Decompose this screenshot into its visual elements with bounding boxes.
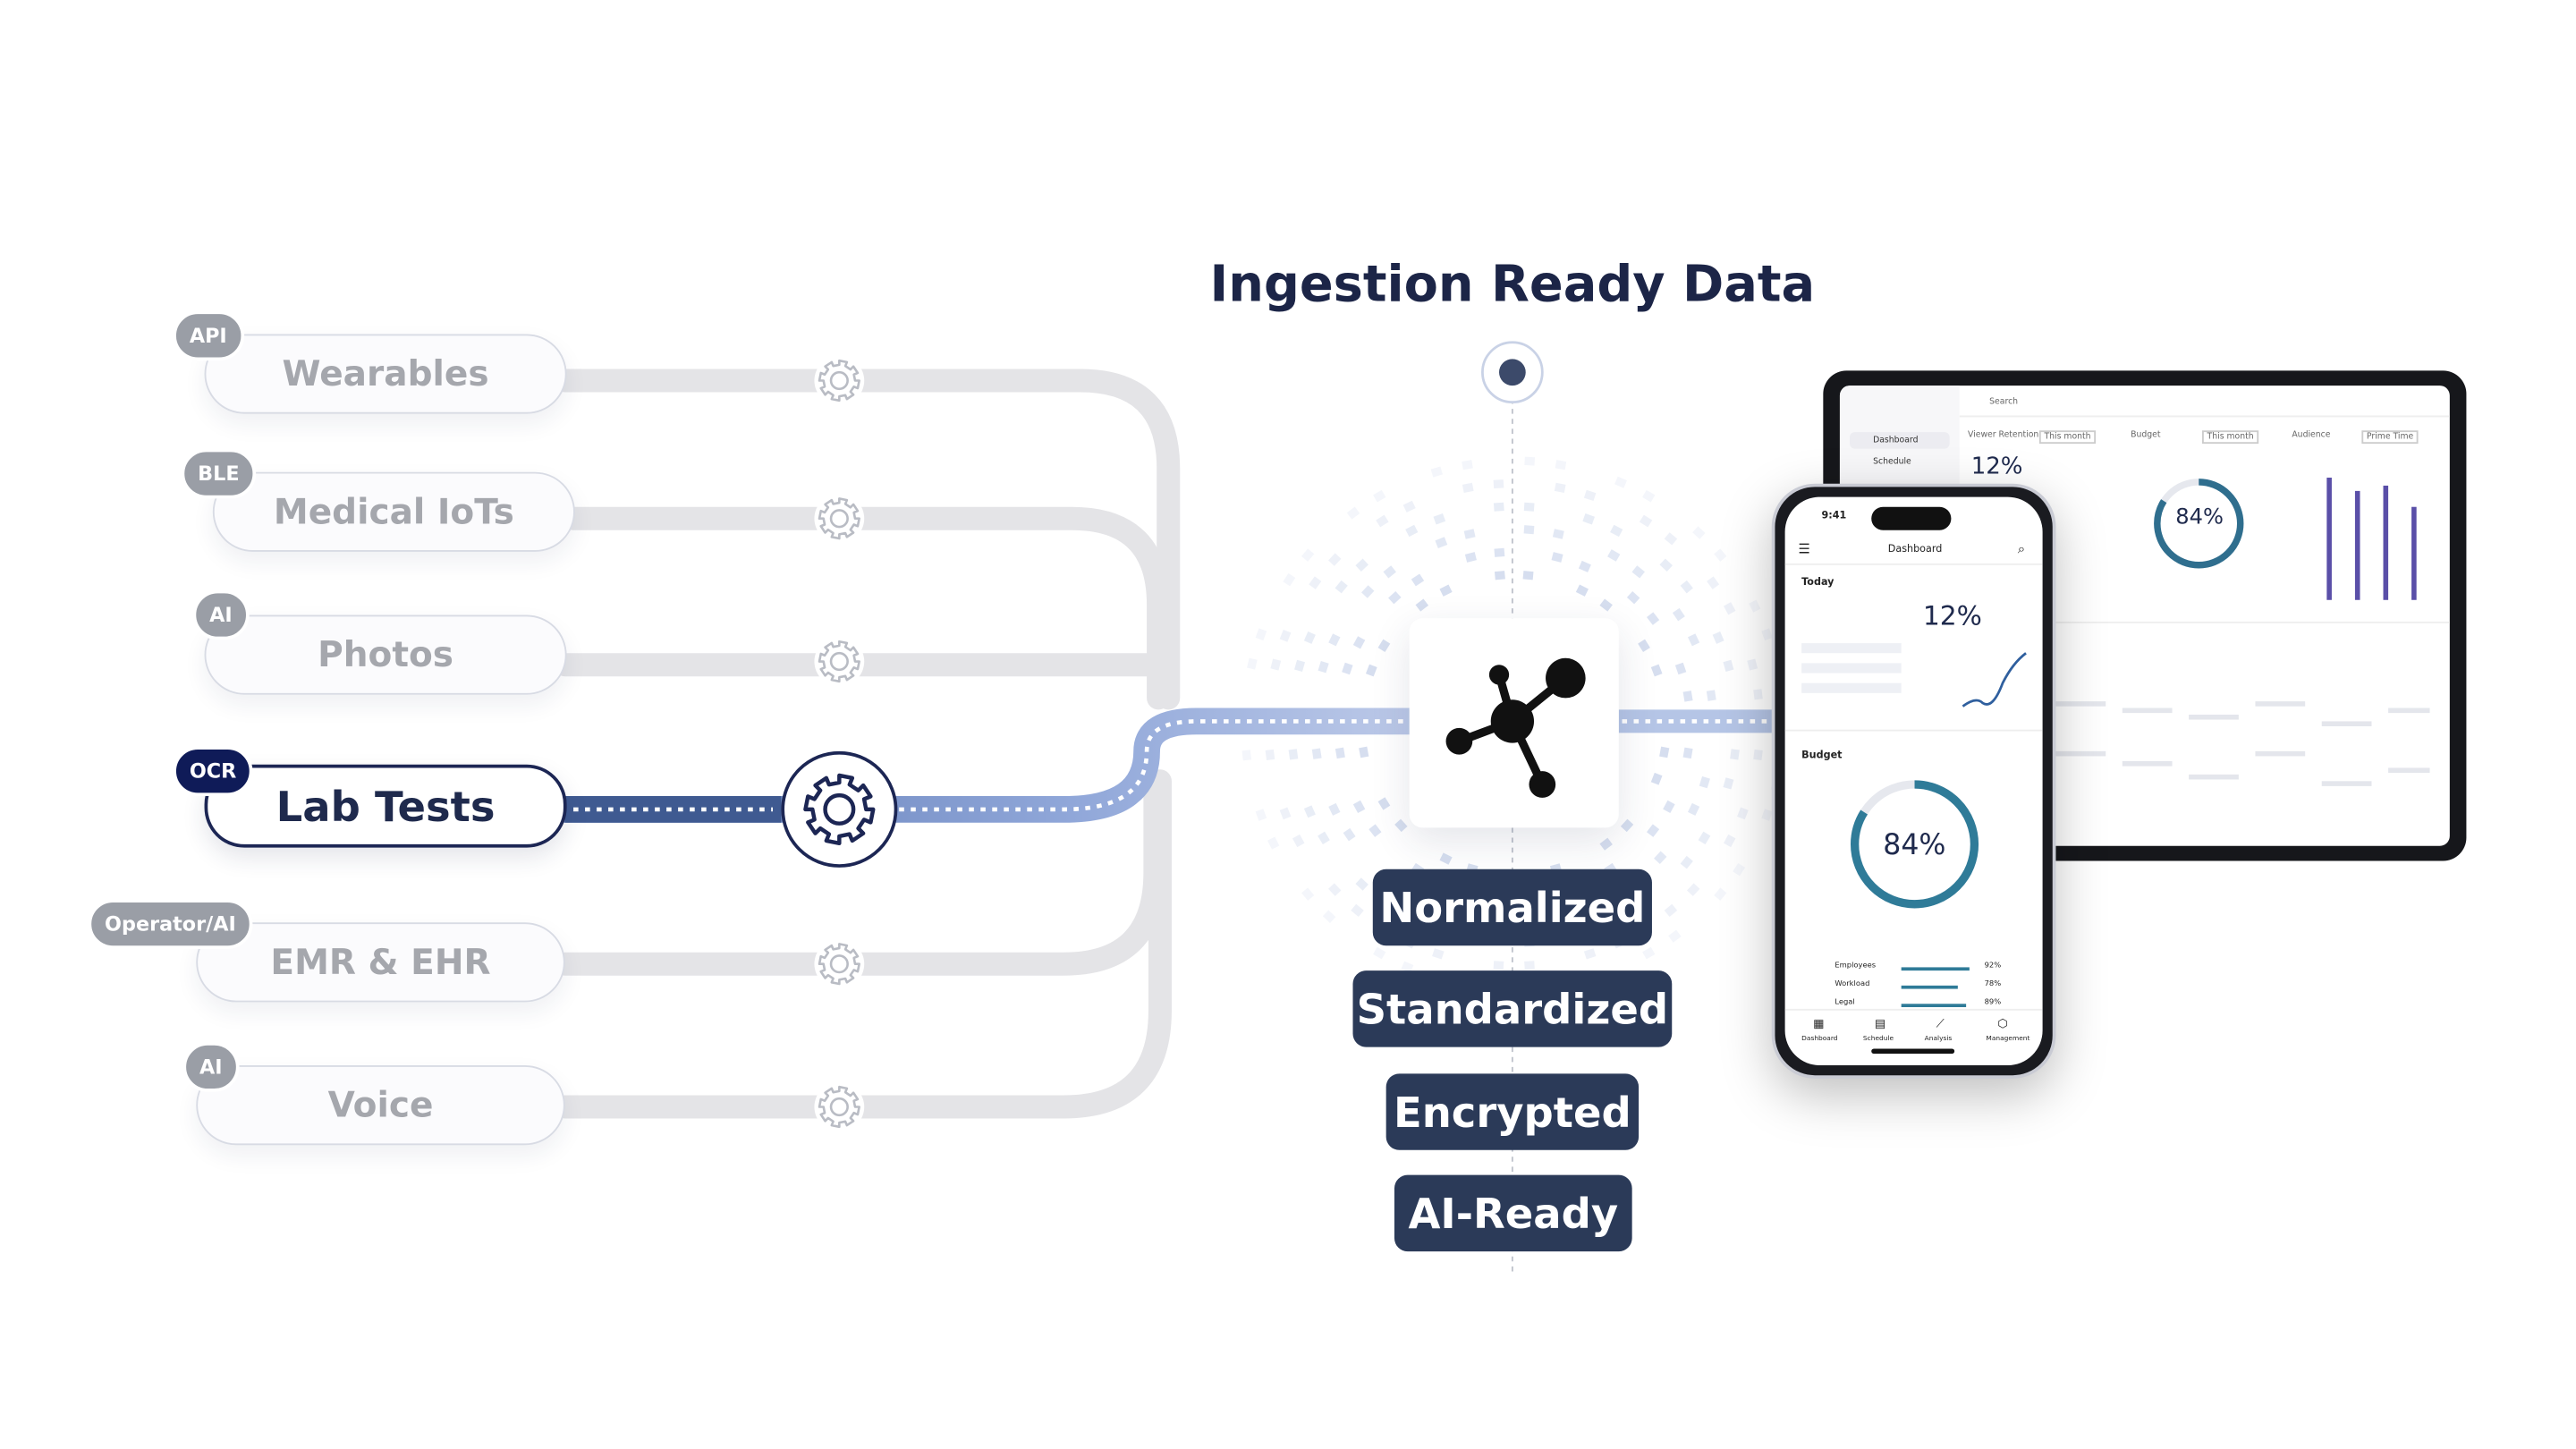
tab-icon[interactable]: ⟋ <box>1936 1017 1945 1031</box>
tablet-nav-schedule[interactable]: Schedule <box>1873 456 1911 468</box>
tab-label[interactable]: Analysis <box>1924 1033 1953 1043</box>
phone-notch <box>1871 506 1952 530</box>
search-icon[interactable]: ⌕ <box>2017 541 2026 557</box>
track-voice <box>553 769 1172 1119</box>
gray-tracks <box>553 369 1181 1119</box>
phone-mockup: 9:41 ☰ Dashboard ⌕ Today 12% Budget 84% … <box>1771 483 2056 1079</box>
source-pill[interactable]: Wearables <box>204 334 567 414</box>
legend-bar <box>1901 967 1969 971</box>
network-nodes-icon <box>1445 657 1586 798</box>
source-badge: OCR <box>173 746 253 797</box>
track-medical-iots <box>562 506 1171 710</box>
source-pill[interactable]: Voice <box>196 1065 565 1146</box>
gear-icon <box>814 493 865 544</box>
source-pill[interactable]: Photos <box>204 614 567 695</box>
tablet-panel-audience: Audience <box>2292 430 2331 441</box>
track-wearables <box>553 369 1181 710</box>
source-pill[interactable]: Lab Tests <box>204 764 567 848</box>
tablet-metric: 12% <box>1970 453 2023 480</box>
home-indicator <box>1871 1048 1955 1055</box>
legend-bar <box>1901 985 1959 989</box>
tablet-panel-retention: Viewer Retention <box>1967 430 2039 441</box>
tablet-filter-1[interactable]: This month <box>2038 430 2097 445</box>
gear-icon <box>814 355 865 406</box>
tablet-search[interactable]: Search <box>1989 397 2019 408</box>
tablet-bar <box>2383 485 2389 600</box>
tab-icon[interactable]: ▦ <box>1813 1017 1825 1031</box>
gear-icon <box>814 1081 865 1132</box>
tablet-bar <box>2411 506 2417 600</box>
menu-icon[interactable]: ☰ <box>1798 541 1810 557</box>
tablet-ring-label: 84% <box>2175 504 2224 530</box>
diagram-title: Ingestion Ready Data <box>1209 256 1816 315</box>
tag-standardized: Standardized <box>1352 970 1673 1047</box>
tablet-filter-2[interactable]: This month <box>2201 430 2259 445</box>
tab-label[interactable]: Schedule <box>1862 1033 1894 1043</box>
legend-value: 92% <box>1984 962 2002 971</box>
legend-bar <box>1901 1004 1967 1008</box>
legend-value: 78% <box>1984 980 2002 989</box>
hub-halo <box>1241 456 1788 993</box>
tag-normalized: Normalized <box>1372 869 1652 946</box>
source-pill[interactable]: Medical IoTs <box>212 471 575 552</box>
tablet-bar <box>2354 490 2360 600</box>
tablet-bar <box>2326 478 2332 600</box>
tablet-ring-chart <box>2154 479 2244 569</box>
tablet-panel-budget: Budget <box>2131 430 2161 441</box>
source-badge: AI <box>182 1042 240 1092</box>
tag-ai-ready: AI-Ready <box>1394 1174 1632 1252</box>
source-badge: AI <box>192 589 250 640</box>
active-flow-dots <box>573 719 1410 812</box>
phone-line-chart <box>1962 652 2027 708</box>
tag-encrypted: Encrypted <box>1385 1073 1640 1150</box>
phone-today: Today <box>1801 576 1835 589</box>
phone-ring-label: 84% <box>1883 829 1946 863</box>
source-badge: Operator/AI <box>88 899 253 949</box>
tablet-schedule-grid <box>2055 701 2430 786</box>
phone-metric: 12% <box>1922 599 1982 632</box>
legend-name: Workload <box>1835 980 1870 989</box>
phone-header: Dashboard <box>1887 543 1943 555</box>
legend-name: Legal <box>1835 998 1855 1008</box>
tab-label[interactable]: Dashboard <box>1801 1033 1838 1043</box>
legend-name: Employees <box>1835 962 1877 971</box>
tablet-filter-3[interactable]: Prime Time <box>2361 430 2419 445</box>
tab-icon[interactable]: ▤ <box>1874 1017 1886 1031</box>
gear-icon <box>814 636 865 687</box>
source-pill[interactable]: EMR & EHR <box>196 922 565 1003</box>
source-badge: BLE <box>181 448 257 499</box>
tab-icon[interactable]: ⬡ <box>1997 1017 2008 1031</box>
phone-screen: 9:41 ☰ Dashboard ⌕ Today 12% Budget 84% … <box>1784 496 2043 1066</box>
source-badge: API <box>173 310 244 361</box>
tab-label[interactable]: Management <box>1986 1033 2030 1043</box>
tablet-bar-chart <box>2326 478 2417 600</box>
phone-section: Budget <box>1801 750 1843 762</box>
phone-ring-chart <box>1850 780 1979 909</box>
phone-time: 9:41 <box>1821 510 1847 522</box>
legend-value: 89% <box>1984 998 2002 1008</box>
gear-icon <box>781 750 898 868</box>
target-marker <box>1481 341 1544 404</box>
gear-icon <box>814 938 865 989</box>
tablet-nav-dashboard[interactable]: Dashboard <box>1873 435 1919 445</box>
hub-card <box>1409 618 1619 828</box>
